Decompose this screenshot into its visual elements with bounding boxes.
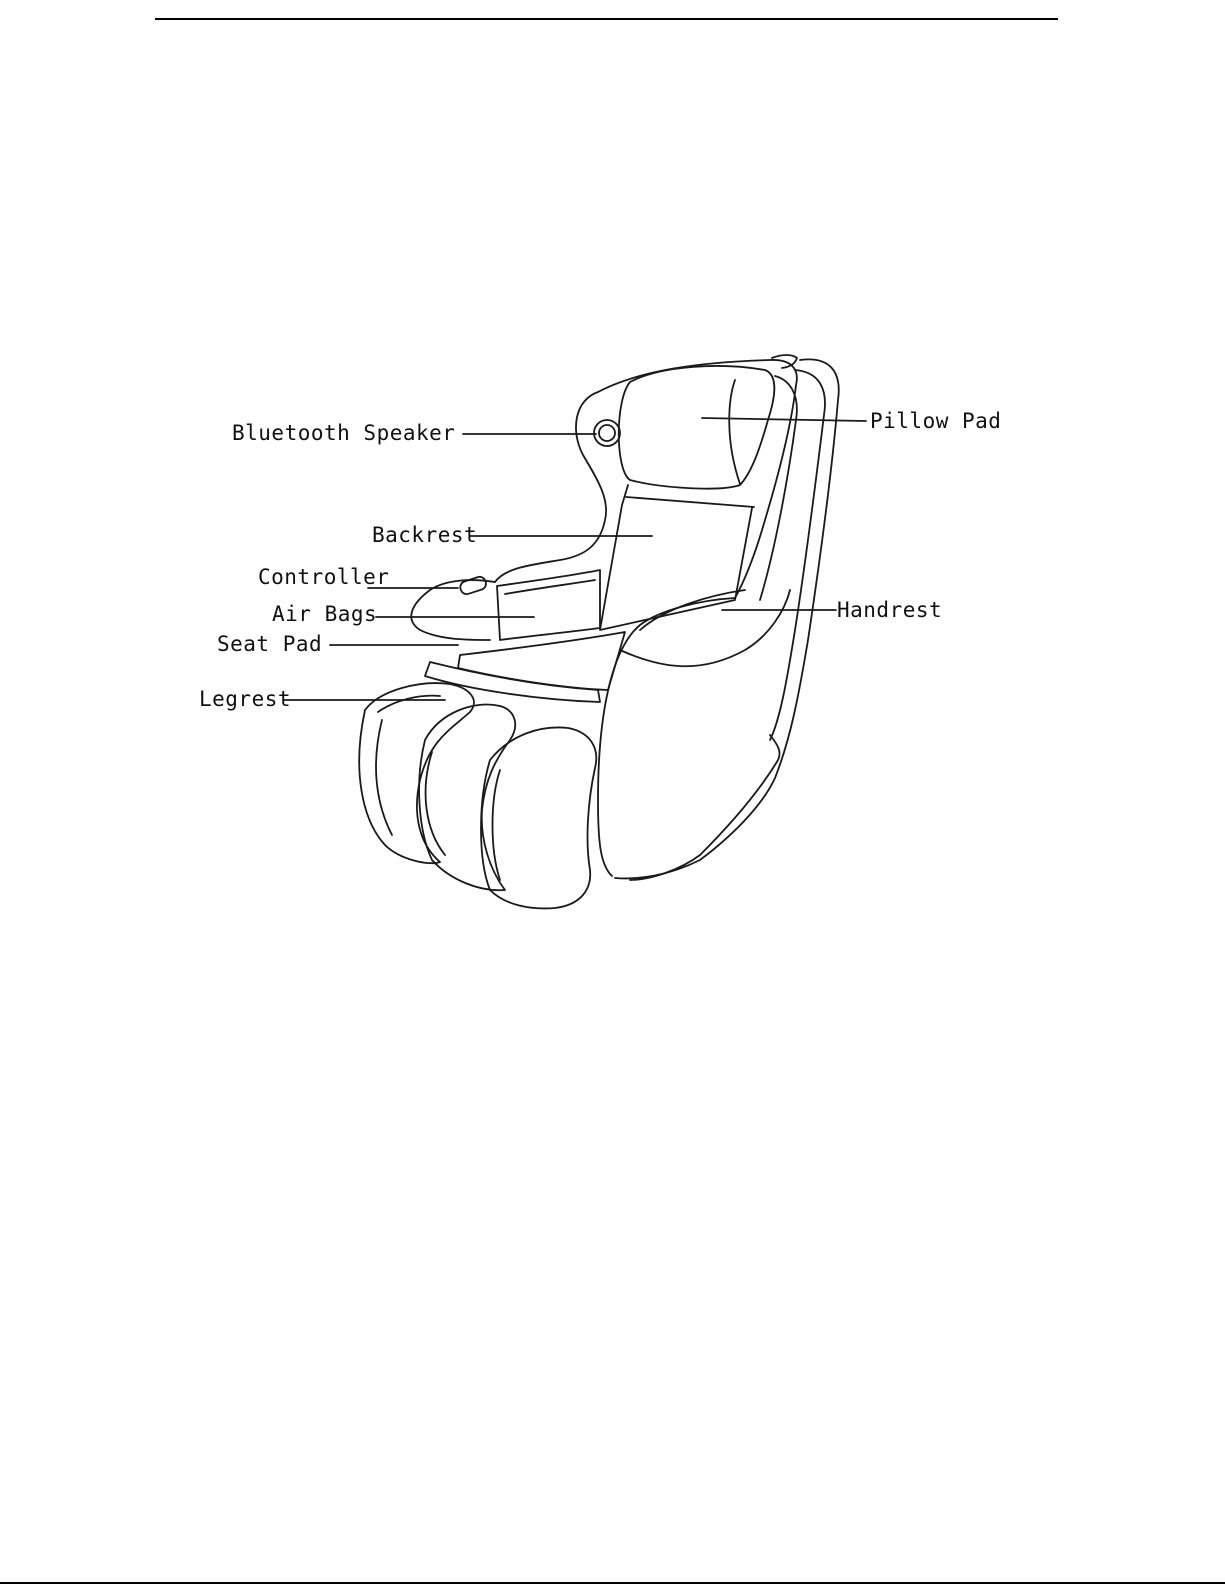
handrest-shape	[598, 598, 735, 876]
label-seat-pad: Seat Pad	[217, 632, 322, 656]
controller-shape	[459, 575, 488, 595]
label-air-bags: Air Bags	[272, 602, 377, 626]
label-bluetooth-speaker: Bluetooth Speaker	[232, 421, 455, 445]
pillow-pad-crease	[729, 380, 740, 484]
footer-rule	[0, 1582, 1225, 1584]
leader-pillow-pad	[702, 418, 866, 421]
label-legrest: Legrest	[199, 687, 291, 711]
chair-back-left-edge	[495, 392, 606, 582]
right-shell-inner	[770, 370, 825, 740]
legrest-middle	[419, 704, 515, 890]
label-handrest: Handrest	[837, 598, 942, 622]
air-bags-panel	[497, 570, 600, 640]
label-controller: Controller	[258, 565, 389, 589]
label-pillow-pad: Pillow Pad	[870, 409, 1001, 433]
pillow-pad-shape	[619, 366, 775, 489]
label-backrest: Backrest	[372, 523, 477, 547]
bluetooth-speaker-shape	[594, 420, 620, 446]
